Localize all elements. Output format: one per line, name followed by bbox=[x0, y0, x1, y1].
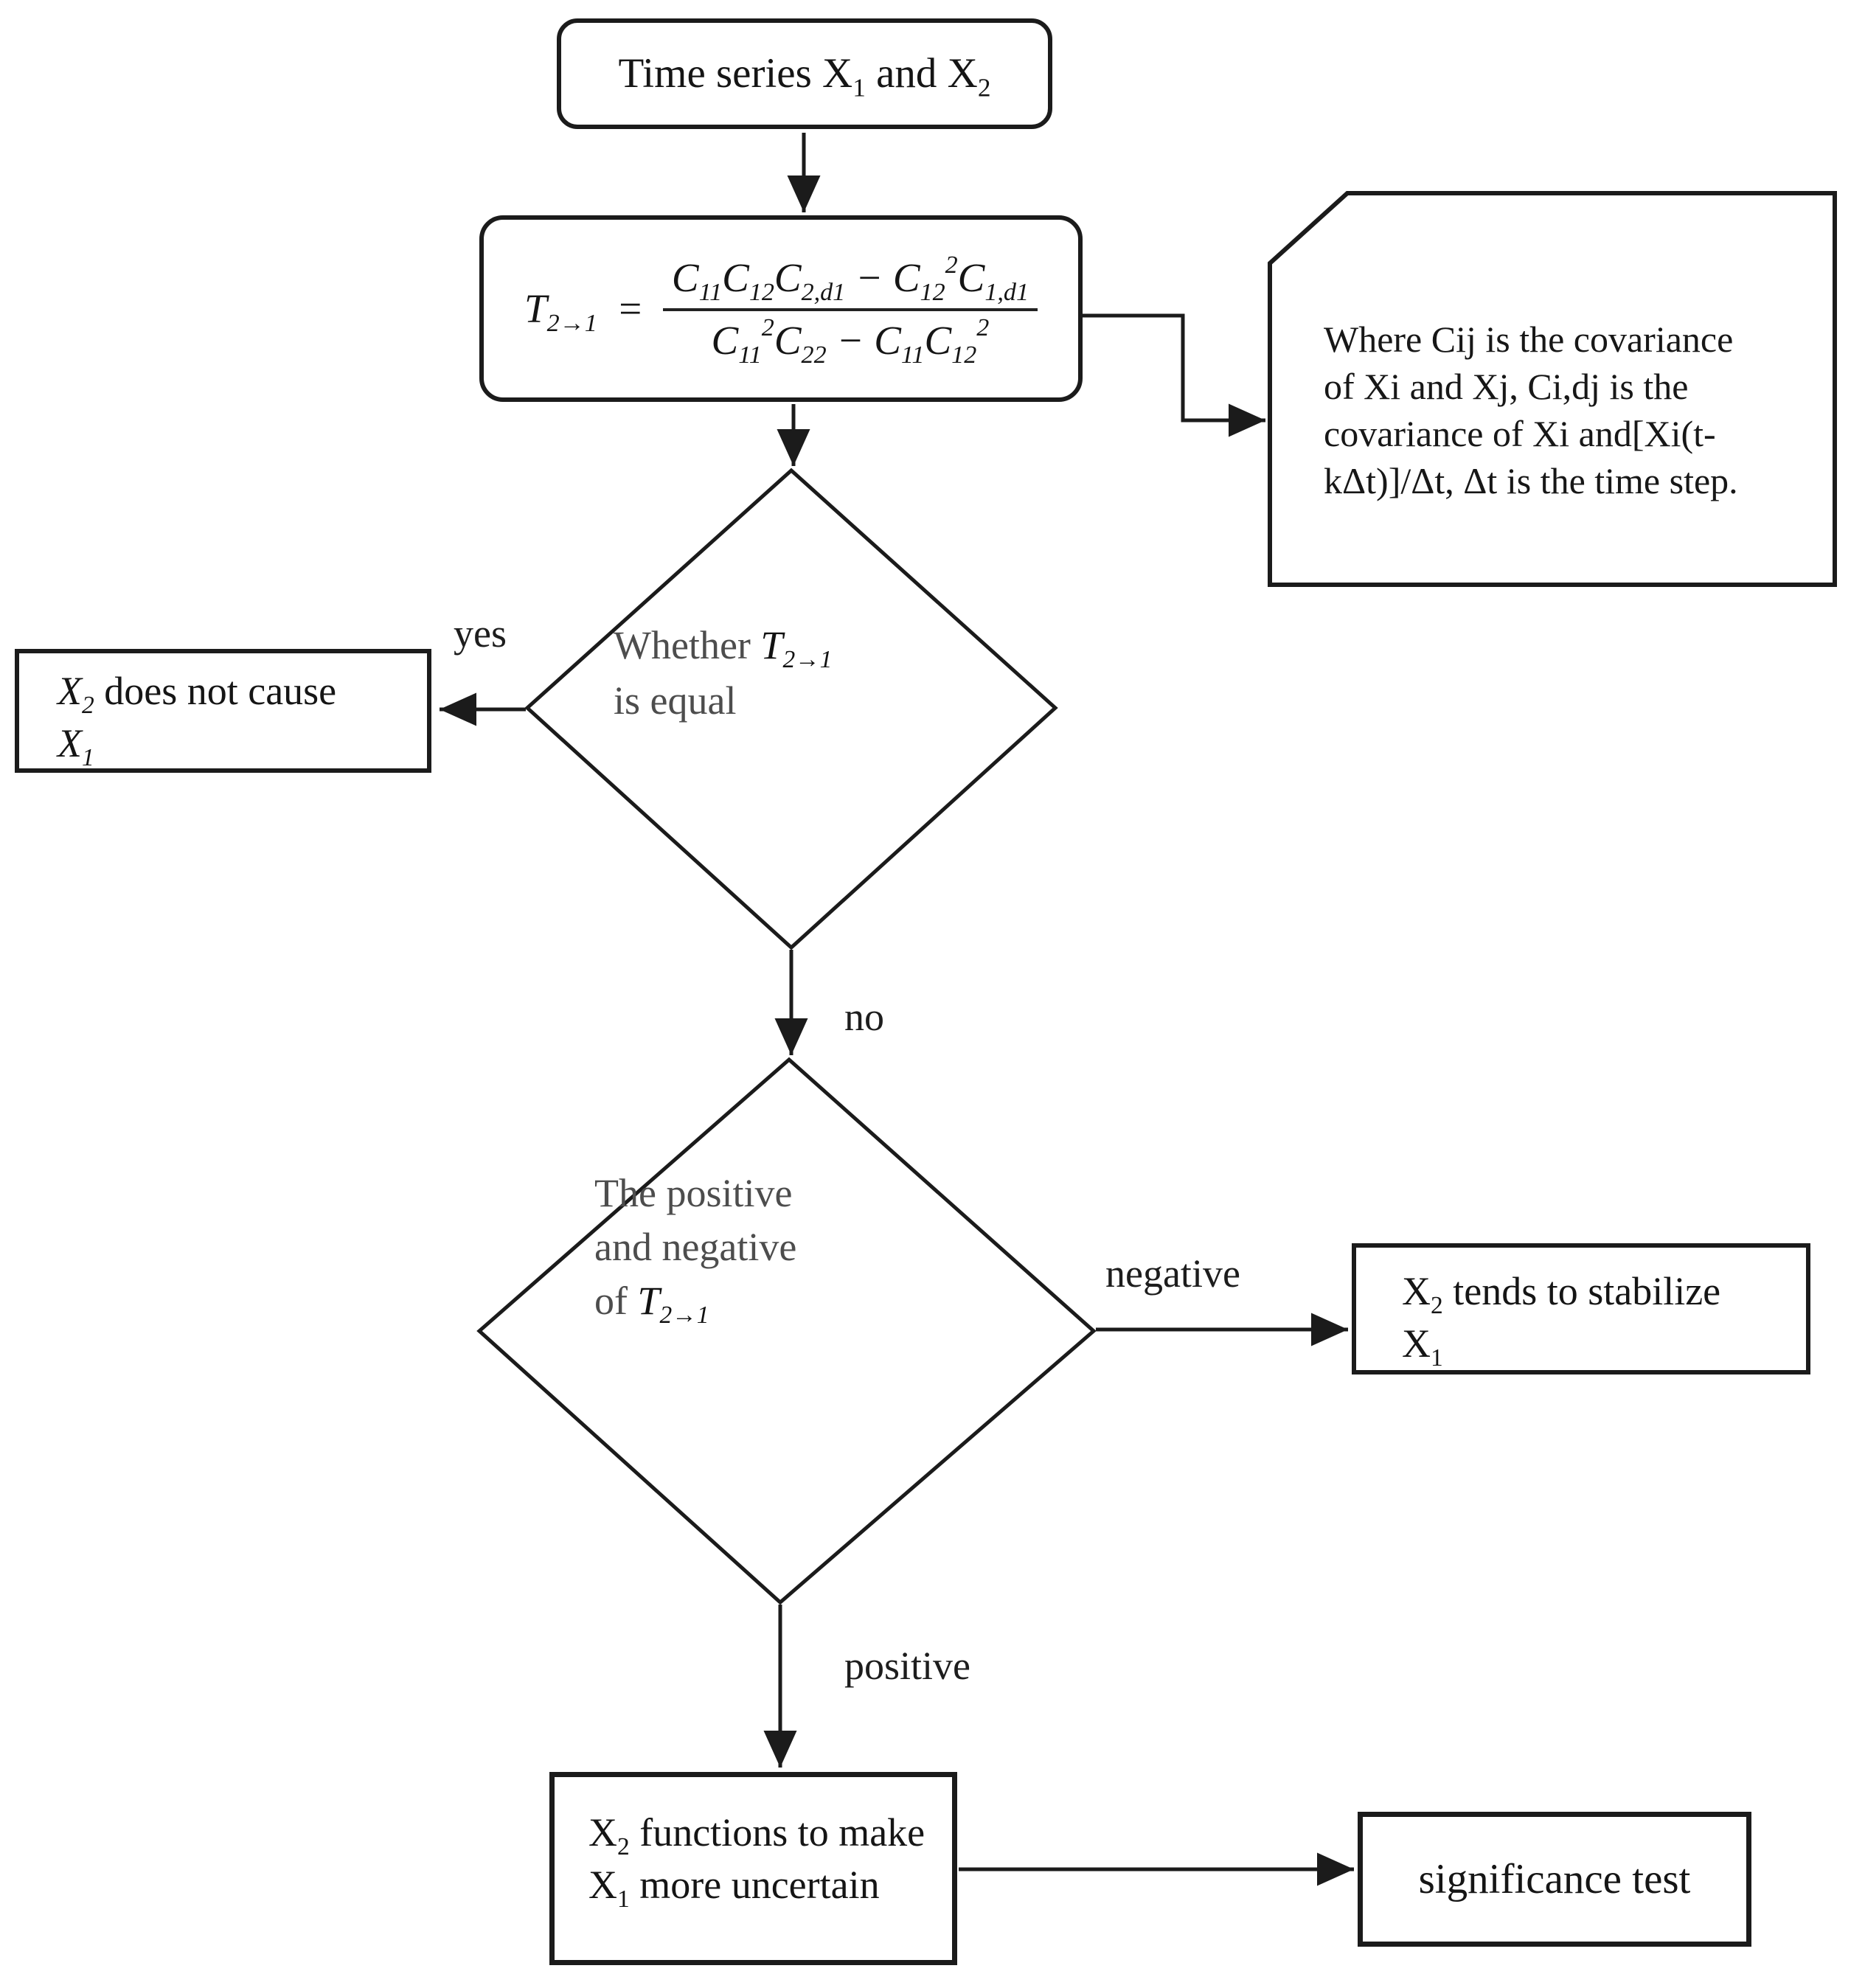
stabilize-line1: X2 tends to stabilize bbox=[1402, 1269, 1721, 1319]
uncertain-line2: X1 more uncertain bbox=[588, 1863, 880, 1914]
uncertain-node: X2 functions to make X1 more uncertain bbox=[549, 1772, 957, 1965]
stabilize-line2: X1 bbox=[1402, 1321, 1443, 1372]
no-cause-line2: X1 bbox=[58, 721, 94, 772]
start-node: Time series X1 and X2 bbox=[557, 18, 1052, 129]
uncertain-line1: X2 functions to make bbox=[588, 1810, 925, 1860]
branch-label-negative: negative bbox=[1105, 1251, 1240, 1296]
decision1-label: Whether T2→1 is equal bbox=[614, 618, 931, 728]
decision2-line1: The positive bbox=[594, 1171, 793, 1215]
decision2-line3: of T2→1 bbox=[594, 1278, 709, 1329]
covariance-note-text: Where Cij is the covariance of Xi and Xj… bbox=[1324, 319, 1738, 501]
branch-label-positive: positive bbox=[844, 1644, 970, 1688]
formula-lhs: T2→1 bbox=[524, 286, 597, 337]
significance-node: significance test bbox=[1358, 1812, 1751, 1947]
no-cause-line1: X2 does not cause bbox=[58, 669, 337, 719]
formula-node: T2→1 = C11C12C2,d1 − C122C1,d1 C112C22 −… bbox=[479, 215, 1083, 402]
significance-label: significance test bbox=[1418, 1856, 1691, 1902]
decision1-line2: is equal bbox=[614, 678, 737, 723]
note-shape bbox=[1268, 191, 1837, 587]
decision2-line2: and negative bbox=[594, 1224, 797, 1269]
arrow-formula-to-note bbox=[1083, 313, 1265, 437]
branch-label-no: no bbox=[844, 995, 884, 1039]
equals-sign: = bbox=[616, 286, 644, 331]
formula-fraction: C11C12C2,d1 − C122C1,d1 C112C22 − C11C12… bbox=[662, 253, 1038, 369]
no-cause-node: X2 does not cause X1 bbox=[15, 649, 431, 773]
stabilize-node: X2 tends to stabilize X1 bbox=[1352, 1243, 1810, 1374]
branch-label-yes: yes bbox=[454, 611, 507, 656]
decision2-diamond bbox=[476, 1057, 1097, 1605]
decision2-label: The positive and negative of T2→1 bbox=[594, 1167, 919, 1328]
formula-numerator: C11C12C2,d1 − C122C1,d1 bbox=[662, 253, 1038, 311]
decision1-line1: Whether T2→1 bbox=[614, 623, 833, 673]
formula-denominator: C112C22 − C11C122 bbox=[711, 314, 990, 369]
decision1-diamond bbox=[524, 468, 1058, 950]
start-node-label: Time series X1 and X2 bbox=[618, 50, 991, 102]
